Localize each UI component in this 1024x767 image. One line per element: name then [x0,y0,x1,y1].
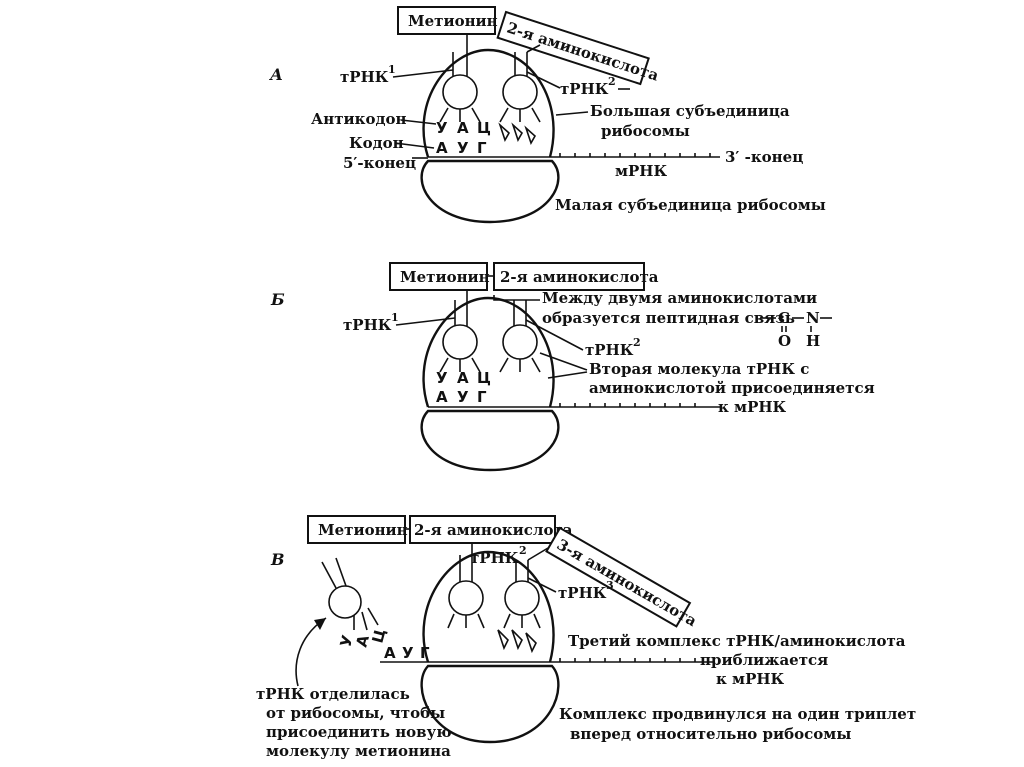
panel-a-large-subunit-label-2: рибосомы [601,122,690,140]
panel-c-arrow-icon [512,630,522,648]
panel-a-small-subunit [422,161,559,222]
panel-c-arrowhead-icon [314,618,326,630]
panel-a: А У А Ц [269,7,826,222]
panel-c-detached-label-2: от рибосомы, чтобы [266,704,445,722]
panel-c-trna3-body [505,581,539,615]
panel-c-detached-trna-body [329,586,361,618]
panel-a-trna1-sup: 1 [388,63,396,76]
panel-c-trna3-sup: 3 [606,579,614,592]
panel-c-aa2-label: 2-я аминокислота [414,521,573,539]
panel-c-arrow-icon [498,630,508,648]
panel-a-trna2-label: тРНК [560,80,609,98]
panel-b-small-subunit [422,411,559,470]
panel-a-trna2-body [503,75,537,109]
panel-b-anticodon-base: А [457,369,469,387]
panel-b-second-label-1: Вторая молекула тРНК с [589,360,809,378]
panel-b-anticodon-base: Ц [477,369,491,387]
panel-b-trna2-sup: 2 [633,336,641,349]
panel-b: Б У А Ц А У Г Метионин 2-я ам [270,263,875,470]
panel-a-trna1-label: тРНК [340,68,389,86]
panel-c-detached-label-1: тРНК отделилась [256,685,410,703]
panel-a-arrow-icon [526,128,535,143]
panel-b-anticodon-base: У [436,369,448,387]
panel-a-methionine-label: Метионин [408,12,498,30]
panel-b-codon-base: Г [477,388,487,406]
panel-a-small-subunit-label: Малая субъединица рибосомы [555,196,826,214]
panel-c-moved-label-1: Комплекс продвинулся на один триплет [559,705,916,723]
panel-b-trna2-label: тРНК [585,341,634,359]
panel-a-codon-base: Г [477,139,487,157]
panel-c-codon-base: Г [420,644,430,662]
panel-a-3end-label: 3′ -конец [725,148,803,166]
panel-b-bond-h: H [806,332,820,350]
panel-b-peptide-label-1: Между двумя аминокислотами [542,289,817,307]
panel-c-trna3-label: тРНК [558,584,607,602]
panel-b-bond-pointer [494,295,540,300]
panel-c-moved-label-2: вперед относительно рибосомы [570,725,851,743]
panel-b-trna1-body [443,325,477,359]
panel-a-anticodon-label: Антикодон [311,110,406,128]
panel-a-aa2-group: 2-я аминокислота [498,12,663,89]
panel-c-third-label-3: к мРНК [716,670,785,688]
panel-b-methionine-label: Метионин [400,268,490,286]
panel-a-anticodon-base: У [436,119,448,137]
panel-a-arrow-icon [513,125,522,140]
panel-c-third-label-2: приближается [700,651,828,669]
panel-a-5end-label: 5′-конец [343,154,416,172]
panel-c-curved-arrow [296,618,326,686]
panel-b-peptide-label-2: образуется пептидная связь [542,309,795,327]
panel-c-trna2-sup: 2 [519,544,527,557]
panel-a-anticodon-base: А [457,119,469,137]
panel-a-anticodon-base: Ц [477,119,491,137]
panel-c: В У А [256,516,916,760]
panel-b-trna2-body [503,325,537,359]
panel-a-letter: А [269,65,283,84]
panel-c-trna2-body [449,581,483,615]
panel-b-bond-n: N [806,309,820,327]
panel-a-trna1-body [443,75,477,109]
panel-b-codon-base: У [457,388,469,406]
panel-c-methionine-label: Метионин [318,521,408,539]
panel-a-trna2-sup: 2 [608,75,616,88]
panel-a-codon-base: А [436,139,448,157]
panel-a-arrow-icon [500,125,509,140]
panel-c-third-label-1: Третий комплекс тРНК/аминокислота [568,632,906,650]
panel-b-aa2-label: 2-я аминокислота [500,268,659,286]
panel-b-bond-c: C [778,309,790,327]
panel-c-arrow-icon [526,633,536,651]
panel-a-mrna-label: мРНК [615,162,667,180]
panel-c-letter: В [270,550,285,569]
panel-a-large-subunit-label-1: Большая субъединица [590,102,790,120]
panel-b-letter: Б [270,290,285,309]
panel-c-codon-base: А [384,644,396,662]
panel-c-codon-base: У [402,644,414,662]
panel-b-trna1-label: тРНК [343,316,392,334]
panel-c-detached-label-3: присоединить новую [266,723,452,741]
panel-b-trna1-sup: 1 [391,311,399,324]
panel-b-codon-base: А [436,388,448,406]
panel-b-bond-o: O [778,332,791,350]
panel-c-trna2-label: тРНК [470,549,519,567]
panel-c-detached-label-4: молекулу метионина [266,742,451,760]
panel-c-aa3-label: 3-я аминокислота [554,535,701,630]
panel-c-aa3-group: 3-я аминокислота [547,528,703,634]
panel-b-second-label-3: к мРНК [718,398,787,416]
panel-a-codon-base: У [457,139,469,157]
panel-b-second-label-2: аминокислотой присоединяется [589,379,875,397]
